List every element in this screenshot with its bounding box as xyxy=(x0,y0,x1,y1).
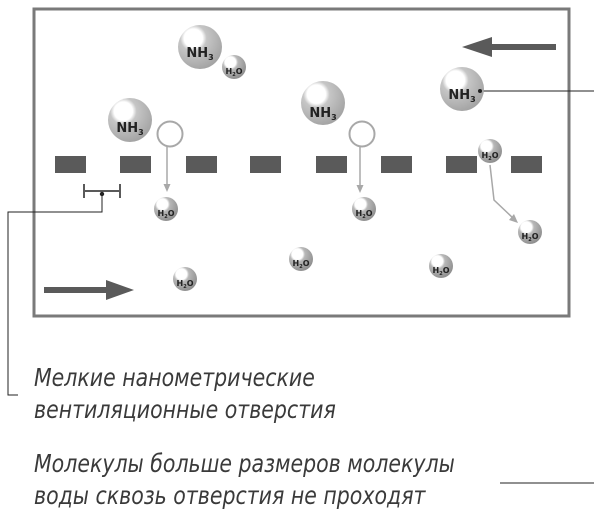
molecule-marker-dot xyxy=(478,89,482,93)
passage-lines xyxy=(163,147,518,223)
svg-text:H2O: H2O xyxy=(482,151,499,162)
svg-text:H2O: H2O xyxy=(293,259,310,270)
flow-arrow-left xyxy=(462,37,556,57)
nh3-molecule: NH3 xyxy=(301,81,345,125)
h2o-molecule: H2O xyxy=(518,220,542,244)
pores-caption-line-1: Мелкие нанометрические xyxy=(34,363,315,392)
svg-text:H2O: H2O xyxy=(356,209,373,220)
svg-text:NH3: NH3 xyxy=(309,106,336,122)
svg-text:NH3: NH3 xyxy=(448,88,475,104)
molecules-caption-line-2: воды сквозь отверстия не проходят xyxy=(34,481,426,510)
svg-text:H2O: H2O xyxy=(226,67,243,78)
membrane xyxy=(55,156,542,173)
h2o-molecule: H2O xyxy=(478,139,502,163)
h2o-molecule: H2O xyxy=(154,197,178,221)
pore-circle xyxy=(156,120,184,148)
pore-width-marker xyxy=(83,184,121,198)
pores-caption-line-2: вентиляционные отверстия xyxy=(34,395,336,424)
svg-text:H2O: H2O xyxy=(158,209,175,220)
membrane-segment xyxy=(446,156,477,173)
svg-text:H2O: H2O xyxy=(522,232,539,243)
membrane-segment xyxy=(120,156,151,173)
h2o-molecule: H2O xyxy=(289,247,313,271)
membrane-segment xyxy=(55,156,86,173)
svg-text:H2O: H2O xyxy=(177,279,194,290)
membrane-segment xyxy=(250,156,281,173)
svg-text:NH3: NH3 xyxy=(186,46,213,62)
molecules-caption-line-1: Молекулы больше размеров молекулы xyxy=(34,449,455,478)
flow-arrow-right xyxy=(44,280,134,300)
pore-circle xyxy=(348,120,376,148)
nh3-molecule: NH3 xyxy=(178,25,222,69)
svg-text:H2O: H2O xyxy=(433,266,450,277)
h2o-molecule: H2O xyxy=(352,197,376,221)
h2o-molecule: H2O xyxy=(222,55,246,79)
h2o-molecule: H2O xyxy=(173,267,197,291)
pores-caption: Мелкие нанометрические вентиляционные от… xyxy=(34,362,336,426)
h2o-molecule: H2O xyxy=(429,254,453,278)
nh3-molecule: NH3 xyxy=(108,98,152,142)
membrane-segment xyxy=(511,156,542,173)
membrane-segment xyxy=(186,156,217,173)
molecules-caption: Молекулы больше размеров молекулы воды с… xyxy=(34,448,455,512)
nh3-molecule: NH3 xyxy=(440,67,484,111)
svg-text:NH3: NH3 xyxy=(116,121,143,137)
membrane-segment xyxy=(381,156,412,173)
membrane-segment xyxy=(316,156,347,173)
pores-leader-line xyxy=(7,194,103,396)
